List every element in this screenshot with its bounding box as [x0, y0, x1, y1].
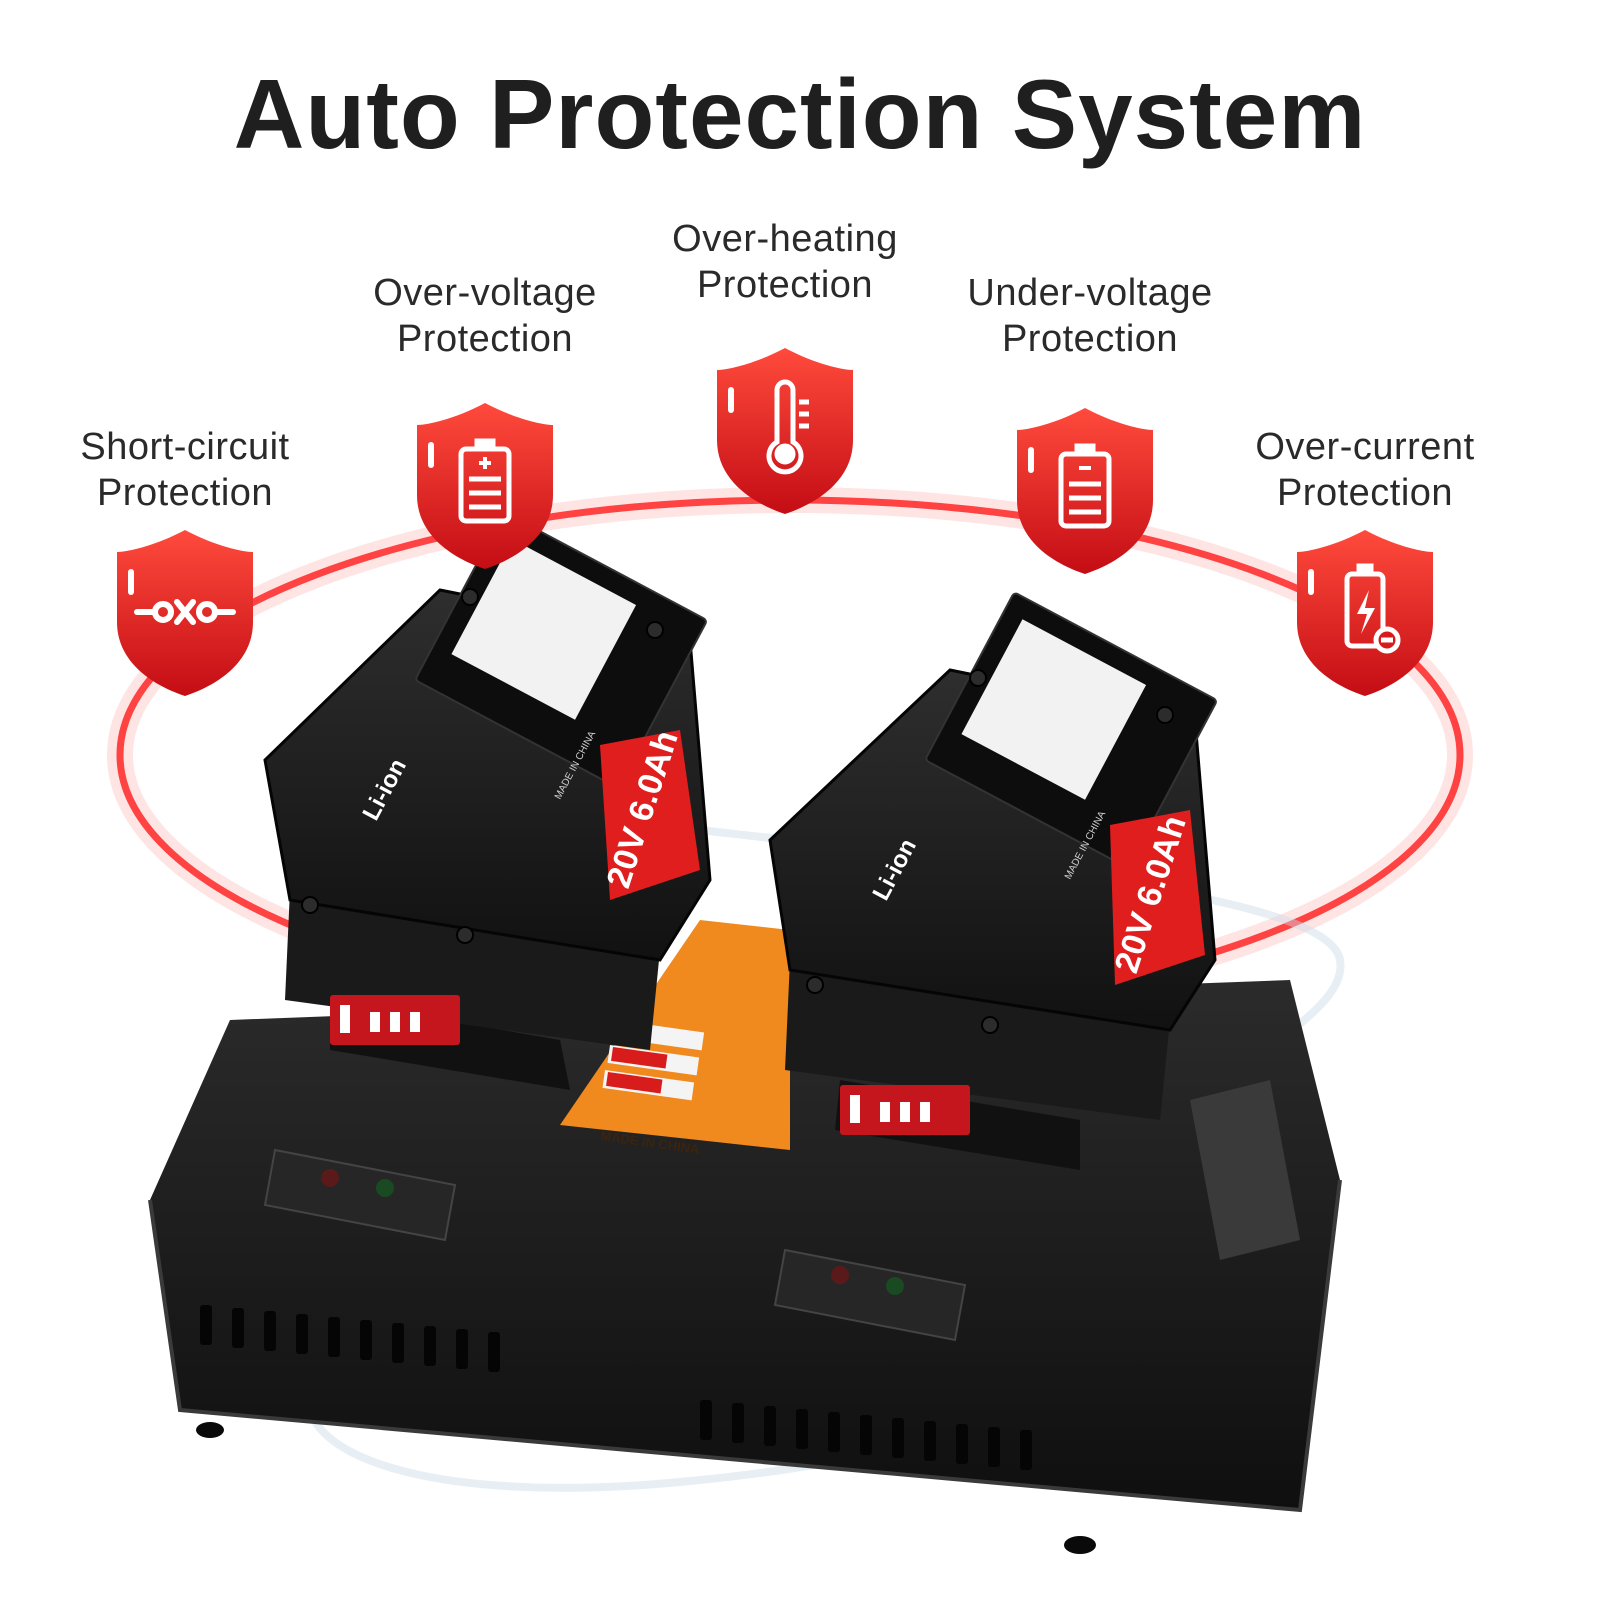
- feature-line1: Short-circuit: [80, 426, 290, 468]
- battery-plus-icon: [458, 438, 512, 524]
- battery-minus-icon: [1058, 443, 1112, 529]
- shield-under-voltage: [1017, 408, 1153, 574]
- vent-slots: [200, 1305, 1032, 1470]
- battery-left: 20V 6.0Ah Li-ion MADE IN CHINA: [263, 512, 712, 1090]
- led-indicator-right: [773, 1248, 967, 1342]
- feature-over-voltage: Over-voltage Protection: [325, 270, 645, 362]
- shield-over-current: [1297, 530, 1433, 696]
- feature-line2: Protection: [396, 318, 574, 360]
- feature-line2: Protection: [1276, 472, 1454, 514]
- feature-over-current: Over-current Protection: [1205, 424, 1525, 516]
- feature-line1: Under-voltage: [967, 272, 1213, 314]
- thermometer-icon: [766, 379, 809, 475]
- led-indicator-left: [263, 1148, 457, 1242]
- short-circuit-icon: [134, 599, 236, 625]
- feature-line2: Protection: [96, 472, 274, 514]
- charger-base: [148, 980, 1342, 1554]
- feature-under-voltage: Under-voltage Protection: [930, 270, 1250, 362]
- feature-line2: Protection: [1001, 318, 1179, 360]
- feature-line1: Over-current: [1255, 426, 1475, 468]
- shield-short-circuit: [117, 530, 253, 696]
- feature-line1: Over-heating: [672, 218, 898, 260]
- lightning-battery-icon: [1344, 563, 1401, 654]
- feature-line1: Over-voltage: [373, 272, 597, 314]
- feature-over-heating: Over-heating Protection: [625, 216, 945, 308]
- charger-info-label: MADE IN CHINA: [560, 920, 790, 1157]
- shield-over-voltage: [417, 403, 553, 569]
- feature-short-circuit: Short-circuit Protection: [25, 424, 345, 516]
- battery-right: 20V 6.0Ah Li-ion MADE IN CHINA: [768, 592, 1217, 1170]
- feature-line2: Protection: [696, 264, 874, 306]
- page-title: Auto Protection System: [233, 59, 1367, 169]
- shield-over-heating: [717, 348, 853, 514]
